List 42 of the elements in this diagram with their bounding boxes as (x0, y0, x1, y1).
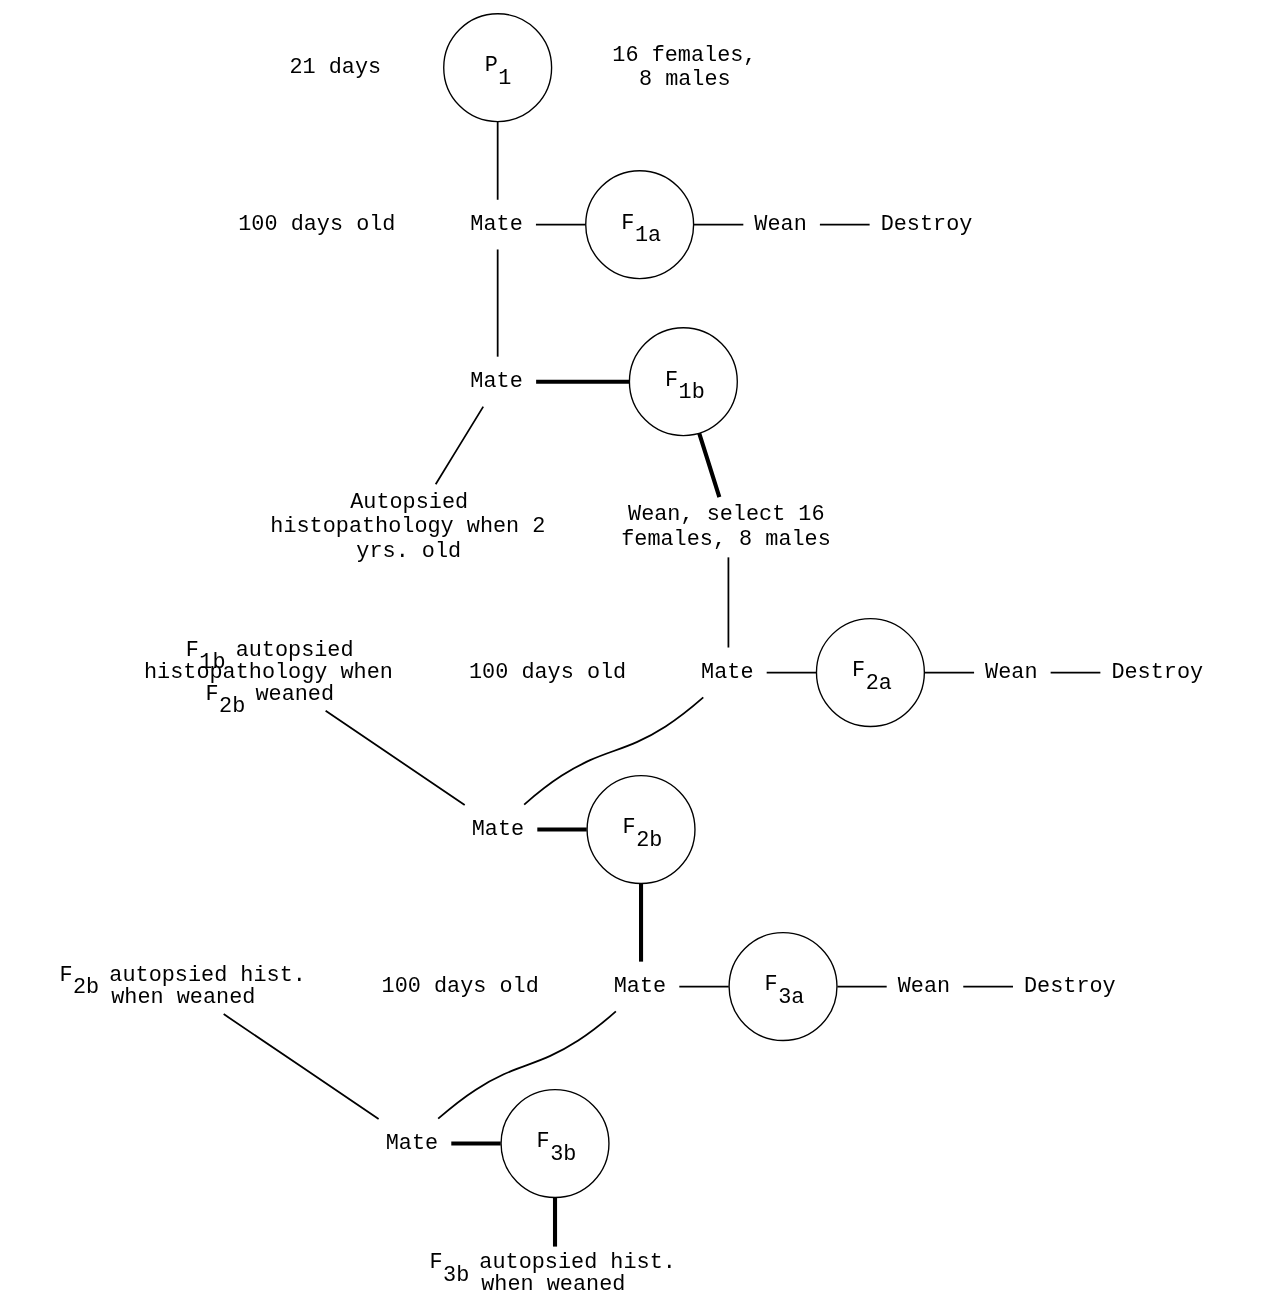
connector (437, 1010, 617, 1120)
connector (536, 379, 630, 384)
node-text: Wean (754, 211, 807, 237)
connector (923, 671, 975, 674)
node-text: Mate (613, 973, 667, 999)
connector (1049, 671, 1102, 674)
connector (496, 120, 499, 201)
connector (552, 1197, 558, 1247)
connector (693, 223, 745, 226)
node-text: Destroy (880, 211, 973, 237)
node-label: 100 days old (238, 211, 396, 237)
node-text: Mate (471, 816, 525, 842)
connector (639, 883, 644, 962)
node-text: Autopsied histopathology when 2 yrs. old (270, 489, 546, 564)
node-label: 21 days (289, 54, 382, 80)
connector (537, 827, 587, 832)
connector (727, 556, 730, 649)
node-text: Mate (385, 1130, 439, 1156)
node-text: Destroy (1024, 973, 1116, 999)
connector (324, 709, 466, 806)
connector (523, 696, 705, 806)
node-text: Mate (470, 368, 523, 394)
node-label: 100 days old (469, 659, 627, 685)
connector (819, 223, 871, 226)
connector (451, 1141, 501, 1146)
node-text: Wean (985, 659, 1038, 685)
connector (678, 985, 730, 988)
connector (496, 248, 499, 358)
node-label: 16 females, 8 males (612, 42, 757, 93)
connector (765, 671, 817, 674)
node-label: 100 days old (381, 973, 539, 999)
node-text: Destroy (1111, 659, 1204, 685)
node-text: Mate (470, 211, 523, 237)
connector (434, 405, 485, 486)
node-text: Wean, select 16 females, 8 males (621, 502, 831, 552)
connector (697, 432, 722, 498)
connector (836, 985, 888, 988)
connector (962, 985, 1014, 988)
connector (222, 1013, 380, 1120)
node-text: Wean (897, 973, 951, 999)
node-text: Mate (701, 659, 754, 685)
connector (535, 223, 587, 226)
